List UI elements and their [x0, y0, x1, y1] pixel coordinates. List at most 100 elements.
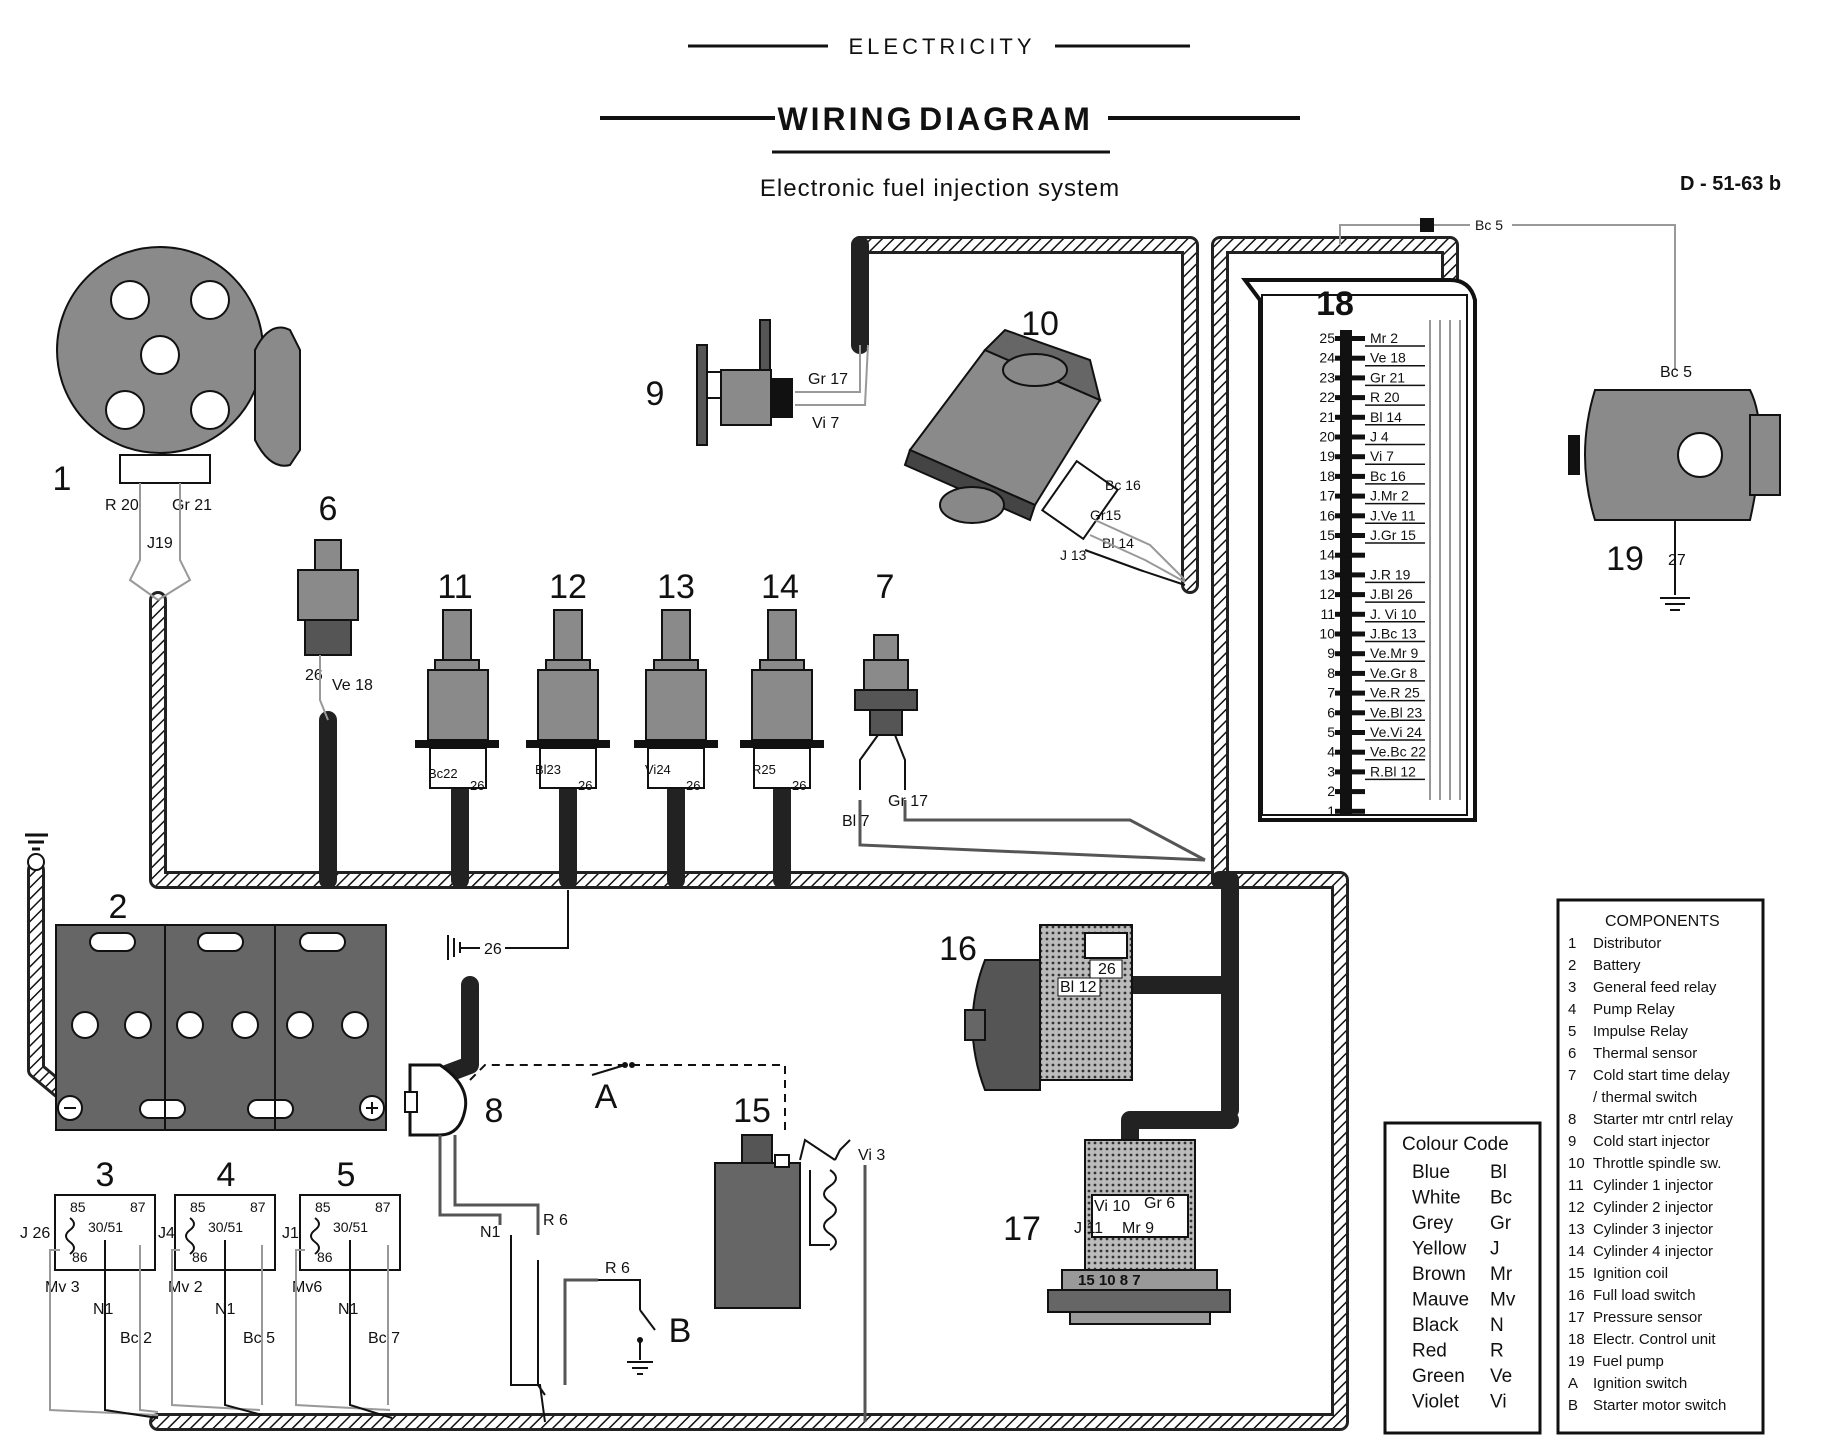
wire-label: Gr 17	[888, 793, 928, 810]
diagram-title-part1: WIRING	[777, 101, 914, 137]
colour-code: J	[1490, 1239, 1500, 1260]
wire-label: Bc 5	[1660, 364, 1692, 381]
ecu-pin-number: 18	[1319, 468, 1335, 484]
colour-code: N	[1490, 1315, 1504, 1336]
wire-label: Bc 2	[120, 1330, 152, 1347]
ecu-wire-label: Ve.Gr 8	[1370, 665, 1418, 681]
colour-name: Brown	[1412, 1264, 1466, 1285]
colour-name: Violet	[1412, 1392, 1460, 1413]
component-name: Fuel pump	[1593, 1353, 1664, 1370]
ecu-pin-tab	[1335, 473, 1365, 479]
wire-label: Gr 6	[1144, 1195, 1175, 1212]
wire-label: N1	[480, 1224, 501, 1241]
ecu-pin-tab	[1335, 454, 1365, 460]
injector-cylinder-4: 14 R25 26	[740, 568, 824, 793]
wire-label: Bc22	[428, 766, 458, 781]
thermal-sensor: 6 26 Ve 18	[297, 490, 373, 721]
ecu-pin-number: 12	[1319, 586, 1335, 602]
relay-pin: 86	[72, 1249, 88, 1265]
colour-code: Gr	[1490, 1213, 1512, 1234]
wire-label: Gr15	[1090, 507, 1121, 523]
wire-label: J19	[147, 535, 173, 552]
component-number-19: 19	[1606, 540, 1644, 578]
colour-code: Vi	[1490, 1392, 1507, 1413]
wire-label: R 6	[543, 1212, 568, 1229]
component-name: Thermal sensor	[1593, 1045, 1697, 1062]
wire-label: Bl 14	[1102, 535, 1134, 551]
wire-label: Bc 7	[368, 1330, 400, 1347]
ecu-pin-number: 16	[1319, 507, 1335, 523]
ecu-wire-label: J.Bc 13	[1370, 626, 1417, 642]
component-name: Impulse Relay	[1593, 1023, 1689, 1040]
component-name: Starter mtr cntrl relay	[1593, 1111, 1734, 1128]
section-title: ELECTRICITY	[848, 34, 1035, 59]
relay-pin: 87	[375, 1199, 391, 1215]
component-number-18: 18	[1316, 285, 1354, 323]
ecu-pin-tab	[1335, 808, 1365, 814]
component-number-12: 12	[549, 568, 587, 606]
ecu-pin-tab	[1335, 789, 1365, 795]
ecu-pin-tab	[1335, 651, 1365, 657]
wire-label: Gr 17	[808, 371, 848, 388]
ecu-wire-label: Vi 7	[1370, 448, 1394, 464]
starter-motor-switch: R 6 B	[563, 1260, 692, 1385]
ecu-pin-number: 5	[1327, 724, 1335, 740]
wire-label: 26	[792, 778, 806, 793]
ecu-pin-tab	[1335, 375, 1365, 381]
wire-label: Bl 7	[842, 813, 870, 830]
ecu-pin-number: 21	[1319, 409, 1335, 425]
component-number-15: 15	[733, 1092, 771, 1130]
wire-label: Bc 5	[1475, 217, 1503, 233]
ecu-wire-label: Mr 2	[1370, 330, 1398, 346]
ecu-pin-number: 2	[1327, 783, 1335, 799]
ecu-pin-number: 22	[1319, 389, 1335, 405]
component-number-7: 7	[876, 568, 895, 606]
colour-code: Bc	[1490, 1188, 1512, 1209]
ecu-pin-number: 23	[1319, 369, 1335, 385]
component-number-6: 6	[319, 490, 338, 528]
component-key: 4	[1568, 1001, 1576, 1018]
component-number-9: 9	[646, 375, 665, 413]
component-key: 7	[1568, 1067, 1576, 1084]
wire-label: J 11	[1074, 1220, 1103, 1237]
relay-pin: 86	[317, 1249, 333, 1265]
component-name: Full load switch	[1593, 1287, 1696, 1304]
ecu-pin-tab	[1335, 434, 1365, 440]
component-name: / thermal switch	[1593, 1089, 1697, 1106]
ecu-pin-number: 13	[1319, 566, 1335, 582]
components-title: COMPONENTS	[1605, 913, 1720, 930]
relay-pin: 86	[192, 1249, 208, 1265]
ecu-wire-label: Bl 14	[1370, 409, 1402, 425]
component-name: Battery	[1593, 957, 1641, 974]
component-key: 19	[1568, 1353, 1585, 1370]
injector-cylinder-2: 12 Bl23 26	[526, 568, 610, 793]
ecu-pin-tab	[1335, 631, 1365, 637]
component-name: Distributor	[1593, 935, 1661, 952]
relay-pin: 87	[130, 1199, 146, 1215]
component-key: 6	[1568, 1045, 1576, 1062]
component-number-2: 2	[109, 888, 128, 926]
component-name: Cylinder 2 injector	[1593, 1199, 1713, 1216]
component-key: A	[1568, 1375, 1578, 1392]
pressure-sensor-pins: 15 10 8 7	[1078, 1272, 1141, 1289]
ecu-pin-number: 20	[1319, 429, 1335, 445]
wire-label: R 6	[605, 1260, 630, 1277]
colour-code: R	[1490, 1341, 1504, 1362]
component-key: 11	[1568, 1177, 1584, 1194]
component-name: Ignition coil	[1593, 1265, 1668, 1282]
ecu-pin-number: 7	[1327, 685, 1335, 701]
ecu-pin-tab	[1335, 769, 1365, 775]
component-key: 16	[1568, 1287, 1585, 1304]
starter-switch-label: B	[669, 1312, 692, 1350]
ecu-pin-tab	[1335, 730, 1365, 735]
pump-relay: 4 85 87 30/51 86 J4 Mv 2 N1 Bc 5	[158, 1156, 276, 1416]
wire-label: Vi24	[645, 762, 671, 777]
component-name: Pressure sensor	[1593, 1309, 1702, 1326]
component-key: 3	[1568, 979, 1576, 996]
ecu-pin-tab	[1335, 513, 1365, 519]
ecu-pin-tab	[1335, 710, 1365, 716]
fuel-pump: Bc 5 19 27	[1568, 364, 1781, 611]
